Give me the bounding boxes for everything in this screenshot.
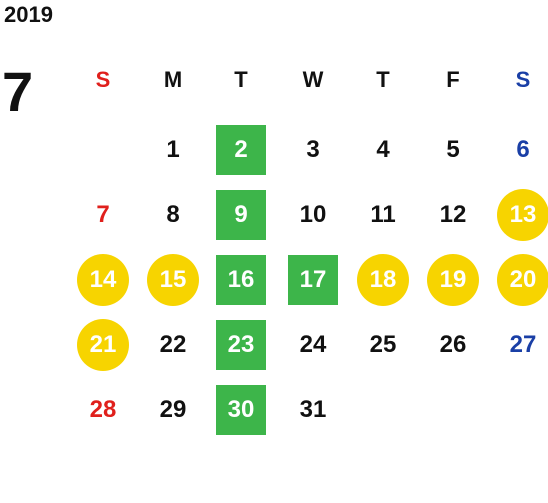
day-number: 29 [159,396,187,423]
day-number: 10 [299,201,327,228]
day-cell-29[interactable]: 29 [143,385,203,435]
day-number: 23 [227,331,255,358]
day-cell-16[interactable]: 16 [211,255,271,305]
day-cell-20[interactable]: 20 [493,254,548,306]
day-cell-19[interactable]: 19 [423,254,483,306]
day-cell-22[interactable]: 22 [143,320,203,370]
day-number: 21 [89,331,117,358]
day-number: 15 [159,266,187,293]
day-number: 9 [234,201,248,228]
day-number: 2 [234,136,248,163]
day-number: 20 [509,266,537,293]
day-number: 27 [509,331,537,358]
day-number: 17 [299,266,327,293]
day-cell-26[interactable]: 26 [423,320,483,370]
weekday-header: W [302,67,324,92]
day-cell-5[interactable]: 5 [423,125,483,175]
day-number: 5 [446,136,460,163]
day-cell-12[interactable]: 12 [423,190,483,240]
weekday-header: M [163,67,183,92]
day-cell-2[interactable]: 2 [211,125,271,175]
day-number: 28 [89,396,117,423]
day-cell-18[interactable]: 18 [353,254,413,306]
day-number: 8 [166,201,180,228]
day-cell-14[interactable]: 14 [73,254,133,306]
day-cell-6[interactable]: 6 [493,125,548,175]
day-number: 24 [299,331,327,358]
day-cell-4[interactable]: 4 [353,125,413,175]
day-cell-24[interactable]: 24 [283,320,343,370]
day-cell-3[interactable]: 3 [283,125,343,175]
day-cell-25[interactable]: 25 [353,320,413,370]
weekday-header: T [234,67,248,92]
month-label: 7 [2,60,34,123]
day-cell-7[interactable]: 7 [73,190,133,240]
day-cell-30[interactable]: 30 [211,385,271,435]
day-number: 7 [96,201,110,228]
weekday-header: S [515,67,531,92]
weekday-header: T [376,67,390,92]
day-number: 25 [369,331,397,358]
day-number: 18 [369,266,397,293]
day-cell-8[interactable]: 8 [143,190,203,240]
weekday-header: F [446,67,460,92]
day-number: 19 [439,266,467,293]
day-cell-10[interactable]: 10 [283,190,343,240]
day-cell-28[interactable]: 28 [73,385,133,435]
year-label: 2019 [4,2,53,27]
day-cell-13[interactable]: 13 [493,189,548,241]
day-cell-23[interactable]: 23 [211,320,271,370]
day-cell-1[interactable]: 1 [143,125,203,175]
day-number: 3 [306,136,320,163]
weekday-header: S [95,67,111,92]
day-number: 1 [166,136,180,163]
day-number: 11 [370,201,396,228]
day-cell-17[interactable]: 17 [283,255,343,305]
day-number: 6 [516,136,530,163]
day-cell-31[interactable]: 31 [283,385,343,435]
day-cell-11[interactable]: 11 [353,190,413,240]
day-number: 31 [299,396,327,423]
day-number: 4 [376,136,390,163]
day-cell-21[interactable]: 21 [73,319,133,371]
day-cell-9[interactable]: 9 [211,190,271,240]
day-number: 16 [227,266,255,293]
day-number: 12 [439,201,467,228]
day-number: 13 [509,201,537,228]
day-number: 30 [227,396,255,423]
day-number: 14 [89,266,117,293]
day-number: 22 [159,331,187,358]
day-number: 26 [439,331,467,358]
day-cell-27[interactable]: 27 [493,320,548,370]
day-cell-15[interactable]: 15 [143,254,203,306]
